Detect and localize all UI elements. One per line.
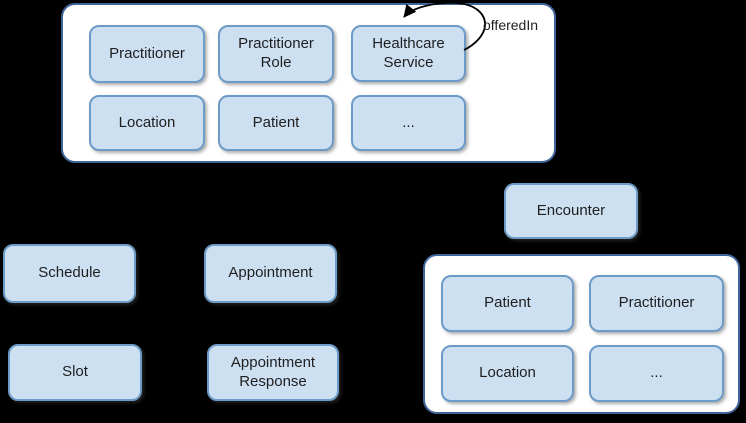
node-label: Schedule bbox=[38, 264, 101, 282]
node-label: Healthcare Service bbox=[372, 34, 445, 71]
node-schedule: Schedule bbox=[3, 244, 136, 303]
node-label: Location bbox=[118, 113, 176, 131]
node-label: Location bbox=[479, 364, 536, 382]
node-label: Practitioner Role bbox=[238, 35, 314, 71]
node-label: Slot bbox=[62, 363, 88, 381]
node-practitioner: Practitioner bbox=[589, 275, 724, 332]
node-encounter: Encounter bbox=[504, 183, 638, 239]
node-label: Appointment bbox=[228, 264, 313, 282]
node-appointment: Appointment bbox=[204, 244, 337, 303]
node-location: Location bbox=[89, 95, 205, 151]
node-label: Patient bbox=[484, 294, 531, 312]
node-patient: Patient bbox=[218, 95, 334, 151]
node-appointment-response: Appointment Response bbox=[207, 344, 339, 401]
node-label: ... bbox=[402, 113, 415, 131]
node-practitioner-role: Practitioner Role bbox=[218, 25, 334, 83]
node-label: ... bbox=[650, 364, 663, 382]
node-label: Practitioner bbox=[618, 294, 695, 312]
node-slot: Slot bbox=[8, 344, 142, 401]
node-label: Practitioner bbox=[109, 44, 185, 62]
node-label: Appointment Response bbox=[230, 353, 316, 390]
node-label: Patient bbox=[252, 113, 300, 131]
node-ellipsis: ... bbox=[351, 95, 466, 151]
self-loop-label: offeredIn bbox=[483, 17, 539, 33]
top-resource-group: Practitioner Practitioner Role Healthcar… bbox=[61, 3, 556, 163]
node-label: Encounter bbox=[536, 201, 606, 219]
node-practitioner: Practitioner bbox=[89, 25, 205, 83]
node-location: Location bbox=[441, 345, 574, 402]
node-ellipsis: ... bbox=[589, 345, 724, 402]
node-healthcare-service: Healthcare Service bbox=[351, 25, 466, 82]
node-patient: Patient bbox=[441, 275, 574, 332]
encounter-resource-group: Patient Practitioner Location ... bbox=[423, 254, 740, 414]
